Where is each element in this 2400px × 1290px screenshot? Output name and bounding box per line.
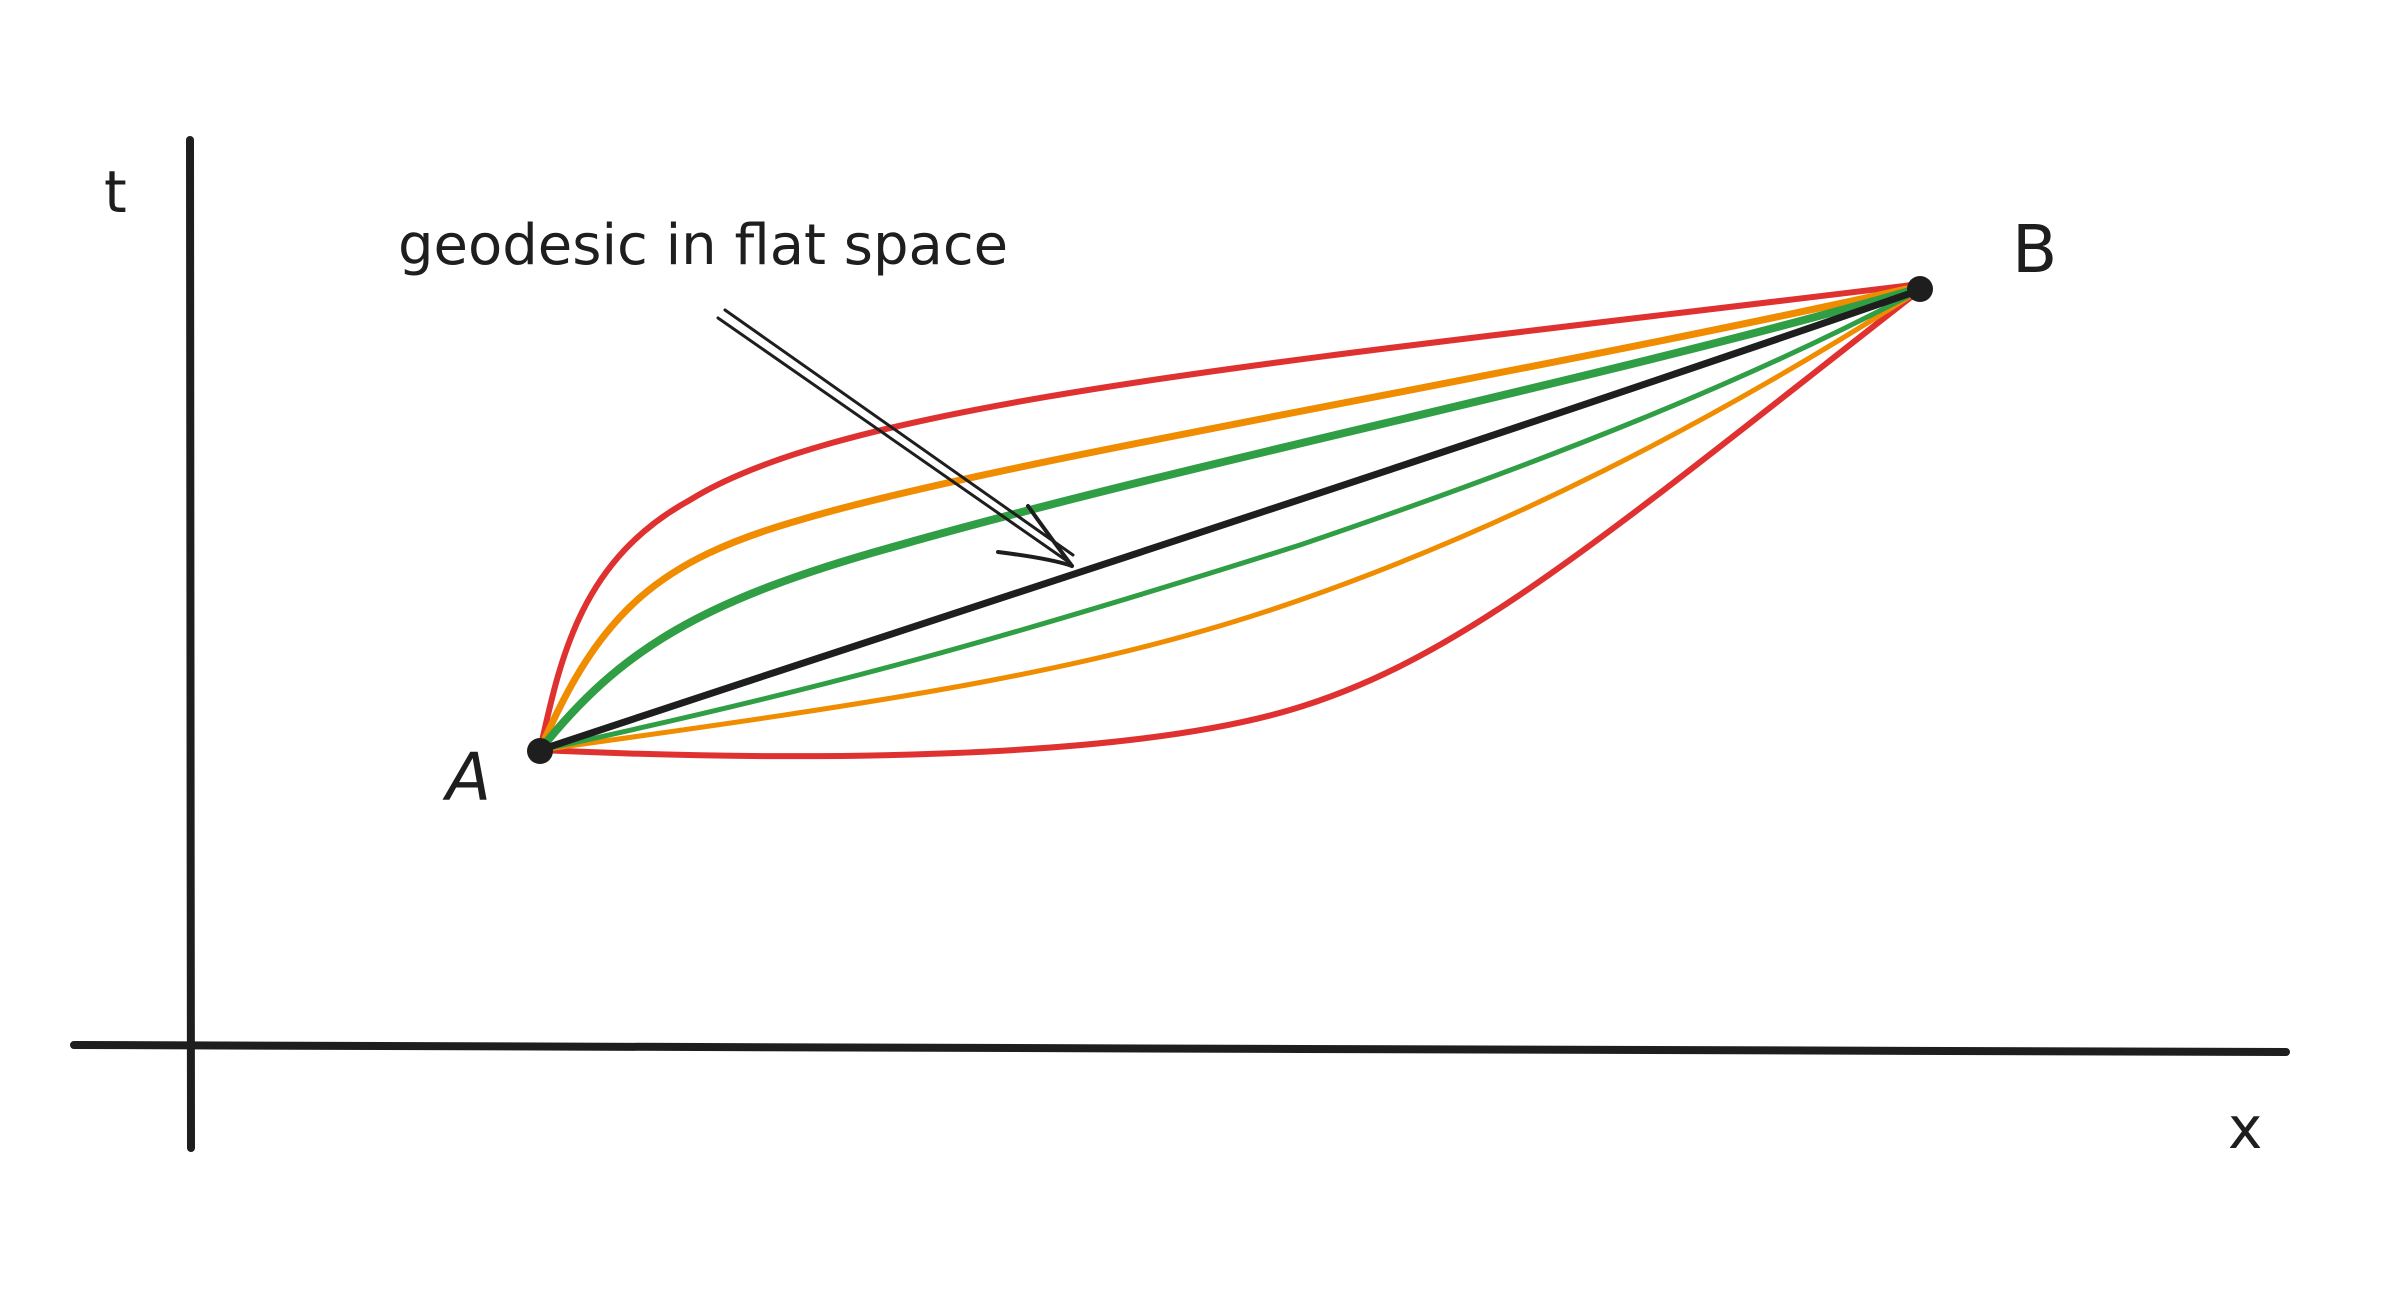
orange-path-lower [537,287,1923,753]
t-axis [185,136,195,1152]
green-path-lower [537,287,1923,753]
annotation-arrow [716,308,1075,568]
green-path-upper [536,284,1924,754]
x-axis-label: x [2228,1094,2262,1162]
geodesic-line [536,286,1924,754]
t-axis-label: t [104,158,127,226]
red-path-upper [537,281,1923,753]
point-a [527,738,553,764]
x-axis [70,1041,2290,1056]
point-b [1907,276,1933,302]
point-a-label: A [442,739,491,816]
red-path-lower [537,287,1923,760]
orange-path-upper [536,282,1924,754]
annotation-text: geodesic in flat space [398,213,1008,278]
point-b-label: B [2012,211,2057,288]
